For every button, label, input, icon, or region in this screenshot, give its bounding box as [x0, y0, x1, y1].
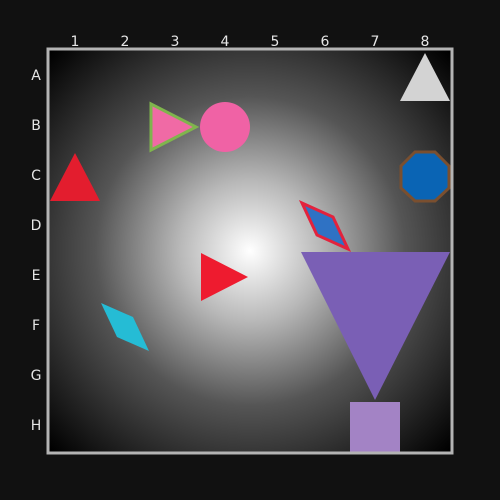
row-label-E: E: [31, 268, 41, 284]
column-label-5: 5: [270, 34, 280, 50]
diamond-blue-piece[interactable]: [298, 199, 352, 253]
column-label-2: 2: [120, 34, 130, 50]
row-label-G: G: [30, 368, 42, 384]
board-background: [49, 50, 451, 452]
octagon-blue-piece[interactable]: [399, 150, 451, 203]
column-label-1: 1: [70, 34, 80, 50]
square-lavender-piece[interactable]: [350, 402, 400, 452]
row-label-D: D: [30, 218, 42, 234]
diamond-cyan-piece[interactable]: [101, 303, 149, 351]
circle-pink-piece[interactable]: [200, 102, 250, 152]
board-frame: [46, 47, 454, 455]
row-label-C: C: [31, 168, 41, 184]
column-label-6: 6: [320, 34, 330, 50]
column-label-3: 3: [170, 34, 180, 50]
row-label-F: F: [31, 318, 41, 334]
triangle-up-red-piece[interactable]: [50, 153, 100, 201]
triangle-down-purple-piece[interactable]: [301, 252, 450, 400]
column-label-8: 8: [420, 34, 430, 50]
pieces-layer: [50, 53, 451, 452]
triangle-right-pink-piece[interactable]: [149, 101, 200, 153]
row-label-A: A: [31, 68, 41, 84]
triangle-up-white-piece[interactable]: [400, 53, 450, 101]
triangle-right-red-piece[interactable]: [201, 253, 248, 301]
column-label-4: 4: [220, 34, 230, 50]
row-label-H: H: [30, 418, 42, 434]
row-label-B: B: [31, 118, 41, 134]
column-label-7: 7: [370, 34, 380, 50]
